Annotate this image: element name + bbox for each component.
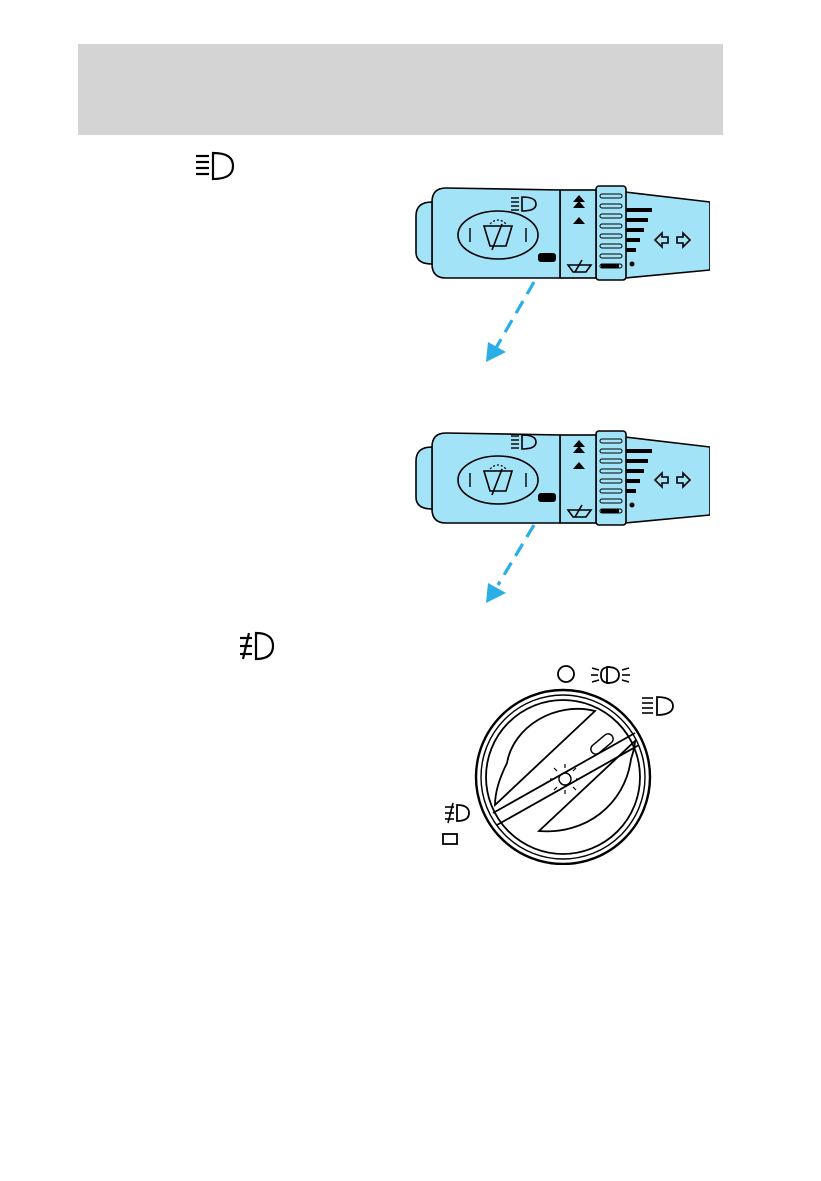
fog-lamp-icon bbox=[236, 630, 278, 662]
parking-lamp-icon bbox=[591, 667, 630, 683]
high-beam-icon bbox=[642, 697, 673, 715]
multifunction-lever-figure-1 bbox=[410, 180, 710, 370]
high-beam-icon bbox=[193, 150, 237, 182]
headlamp-control-dial-figure bbox=[435, 655, 690, 865]
header-band bbox=[78, 44, 723, 135]
off-position-icon bbox=[558, 666, 574, 682]
pull-direction-arrow bbox=[486, 583, 506, 603]
multifunction-lever-figure-2 bbox=[410, 425, 710, 610]
headlamp-dial bbox=[476, 690, 650, 864]
fog-lamp-icon bbox=[443, 803, 469, 844]
lever-assembly bbox=[416, 186, 710, 280]
lever-assembly bbox=[416, 431, 710, 525]
